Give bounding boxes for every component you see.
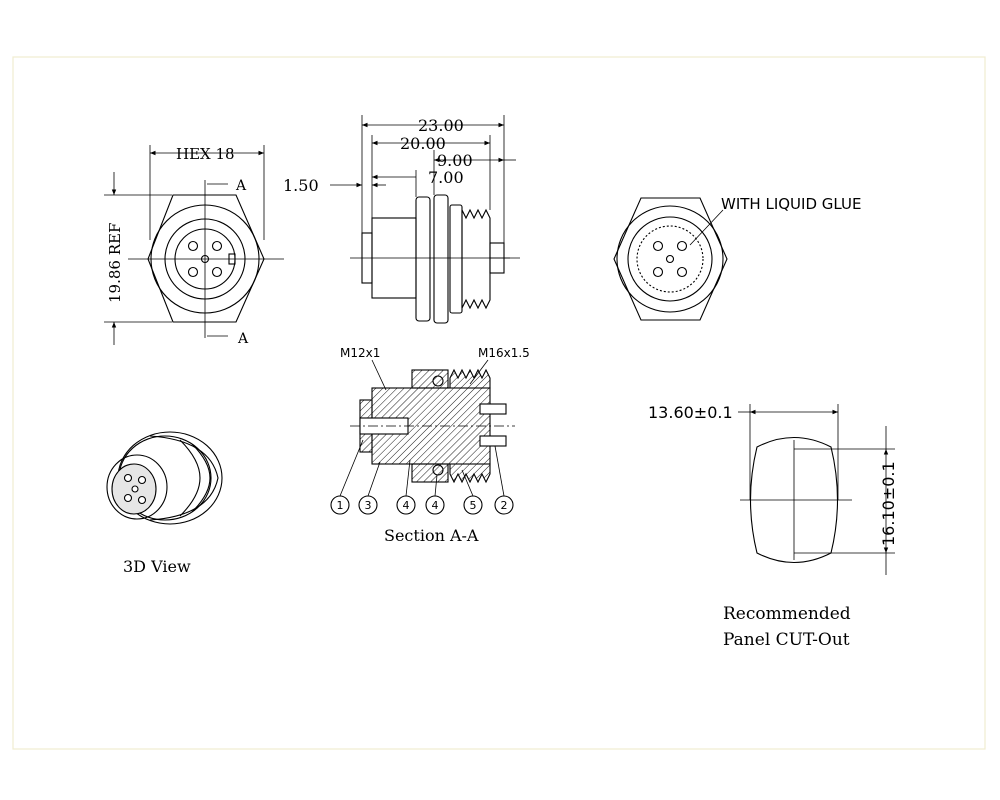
leader-1 xyxy=(339,439,364,497)
section-view xyxy=(330,359,515,515)
dim-flange-gap: 7.00 xyxy=(428,168,464,187)
side-nut-2 xyxy=(433,194,449,324)
side-view xyxy=(330,115,520,324)
thread-left-label: M12x1 xyxy=(340,346,380,360)
side-thread xyxy=(461,208,491,310)
front-pin-4 xyxy=(211,266,223,278)
cutout-height-dim: 16.10±0.1 xyxy=(879,461,898,546)
3d-pin-4 xyxy=(137,495,147,505)
dim-body: 20.00 xyxy=(400,134,446,153)
glue-pin-center xyxy=(665,254,675,264)
3d-nut-ridge-1 xyxy=(179,439,201,517)
section-nut-lower xyxy=(411,463,449,483)
front-pin-2 xyxy=(211,240,223,252)
section-oring-upper xyxy=(432,375,444,387)
leader-m12 xyxy=(371,359,387,391)
section-thread-lower xyxy=(449,463,491,484)
front-view xyxy=(104,145,284,345)
thread-right-label: M16x1.5 xyxy=(478,346,530,360)
glue-hex-outline xyxy=(613,197,728,321)
glue-pin-1 xyxy=(652,240,664,252)
side-nut-1 xyxy=(415,196,431,322)
section-contact-upper xyxy=(479,403,507,415)
section-thread-upper xyxy=(449,368,491,389)
glue-inner-ring xyxy=(636,225,704,293)
3d-front-ring xyxy=(106,454,168,520)
glue-pin-3 xyxy=(652,266,664,278)
section-nut-upper xyxy=(411,369,449,389)
callout-label-4a: 4 xyxy=(403,499,410,512)
front-pin-1 xyxy=(187,240,199,252)
callout-label-1: 1 xyxy=(337,499,344,512)
cutout-view xyxy=(738,404,895,575)
callout-circle-5 xyxy=(463,495,483,515)
callout-circle-4a xyxy=(396,495,416,515)
leader-5 xyxy=(461,469,474,497)
section-caption: Section A-A xyxy=(384,526,479,545)
section-mark-bottom: A xyxy=(237,331,249,347)
section-contact-lower xyxy=(479,435,507,447)
view-3d-caption: 3D View xyxy=(123,557,191,576)
glue-pin-2 xyxy=(676,240,688,252)
glue-outer-ring xyxy=(616,205,724,313)
leader-4a xyxy=(405,459,411,497)
callout-label-5: 5 xyxy=(470,499,477,512)
cutout-caption-line1: Recommended xyxy=(723,604,851,624)
glue-leader xyxy=(689,209,724,246)
leader-3 xyxy=(367,461,381,497)
callout-circle-1 xyxy=(330,495,350,515)
sheet-border xyxy=(12,56,986,750)
glue-mid-ring xyxy=(627,216,713,302)
section-oring-lower xyxy=(432,464,444,476)
callout-label-4b: 4 xyxy=(432,499,439,512)
front-pin-3 xyxy=(187,266,199,278)
view-3d xyxy=(106,431,223,525)
3d-pin-3 xyxy=(123,493,133,503)
glue-view xyxy=(613,197,728,321)
cutout-width-dim: 13.60±0.1 xyxy=(648,403,733,422)
3d-pin-1 xyxy=(123,473,133,483)
3d-pin-2 xyxy=(137,475,147,485)
dim-thread: 9.00 xyxy=(437,151,473,170)
section-mark-top: A xyxy=(235,178,247,194)
callout-circle-2 xyxy=(494,495,514,515)
ref-dim-label: 19.86 REF xyxy=(106,223,124,303)
leader-4b xyxy=(434,474,438,497)
cutout-caption-line2: Panel CUT-Out xyxy=(723,630,850,650)
3d-nut-ridge-2 xyxy=(191,443,211,513)
dim-overall: 23.00 xyxy=(418,116,464,135)
3d-pin-5 xyxy=(131,485,139,493)
glue-pin-4 xyxy=(676,266,688,278)
glue-note: WITH LIQUID GLUE xyxy=(721,195,861,213)
callout-circle-3 xyxy=(358,495,378,515)
dim-flange: 1.50 xyxy=(283,176,319,195)
leader-2 xyxy=(494,445,505,497)
side-oring xyxy=(449,204,463,314)
hex-label: HEX 18 xyxy=(176,145,235,163)
leader-m16 xyxy=(469,359,489,385)
callout-label-3: 3 xyxy=(365,499,372,512)
callout-circle-4b xyxy=(425,495,445,515)
callout-label-2: 2 xyxy=(501,499,508,512)
